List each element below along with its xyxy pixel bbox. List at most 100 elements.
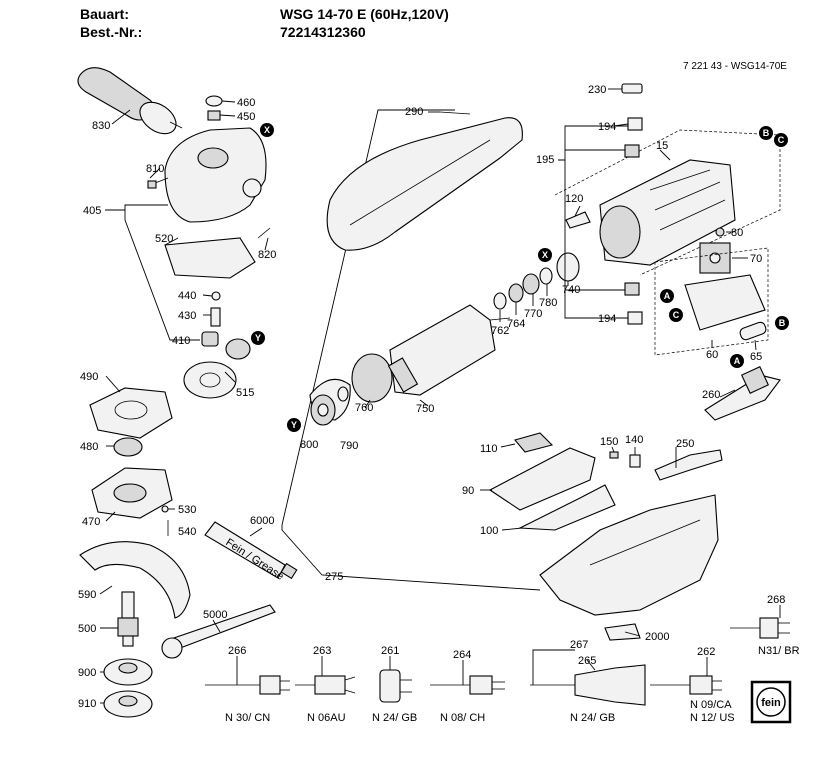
knob-460 [205, 95, 223, 121]
brush-holder-194-top [627, 117, 643, 131]
screw-810 [147, 177, 169, 189]
handle-cover-90 [488, 447, 596, 511]
logo-text: fein [761, 697, 781, 709]
callout-760: 760 [355, 402, 373, 414]
leader-lines [99, 88, 781, 704]
callout-910: 910 [78, 698, 96, 710]
bearing-480 [113, 437, 143, 457]
gear-set-515 [183, 338, 251, 399]
callout-80: 80 [731, 227, 743, 239]
svg-text:B: B [763, 128, 770, 138]
brush-cap-top [624, 144, 640, 158]
callout-110: 110 [480, 443, 498, 455]
callout-405: 405 [83, 205, 101, 217]
callout-450: 450 [237, 111, 255, 123]
screw-80 [715, 227, 725, 237]
svg-text:A: A [664, 291, 671, 301]
housing-assembly-leader [281, 109, 541, 591]
callout-470: 470 [82, 516, 100, 528]
svg-text:C: C [778, 135, 785, 145]
callout-6000: 6000 [250, 515, 274, 527]
callout-263: 263 [313, 645, 331, 657]
marker-y-bearing: Y [287, 418, 301, 432]
electronics-70 [699, 242, 731, 274]
callout-195: 195 [536, 154, 554, 166]
marker-a-plug: A [730, 354, 744, 368]
callout-264: 264 [453, 649, 471, 661]
callout-810: 810 [146, 163, 164, 175]
callout-194-top: 194 [598, 121, 616, 133]
label-2000 [604, 623, 641, 641]
switch-slider-100 [517, 484, 616, 531]
bearing-410 [201, 331, 219, 347]
clamp-140 [629, 454, 641, 468]
motor-housing-half [326, 117, 523, 251]
svg-text:Y: Y [255, 333, 261, 343]
marker-b-plug: B [775, 316, 789, 330]
washer-530 [161, 505, 169, 513]
spring-120 [565, 211, 591, 229]
marker-x-bearing: X [538, 248, 552, 262]
ring-780 [539, 267, 553, 285]
callout-830: 830 [92, 120, 110, 132]
marker-c-switch: C [669, 308, 683, 322]
callout-750: 750 [416, 403, 434, 415]
spindle-500 [117, 591, 139, 647]
brush-holder-194-bottom [627, 311, 643, 325]
callout-268: 268 [767, 594, 785, 606]
callout-790: 790 [340, 440, 358, 452]
gear-housing [164, 127, 267, 223]
bauart-label: Bauart: [80, 6, 130, 22]
order-number-label: Best.-Nr.: [80, 24, 143, 40]
plug-label-au: N 06AU [307, 712, 346, 724]
callout-70: 70 [750, 253, 762, 265]
plug-us-262 [650, 675, 722, 695]
plug-br-268 [730, 617, 790, 639]
screw-820 [257, 227, 271, 239]
callout-261: 261 [381, 645, 399, 657]
plug-ch-264 [430, 675, 505, 695]
plug-label-us: N 12/ US [690, 712, 735, 724]
spanner-5000 [161, 604, 276, 659]
flange-470 [91, 467, 173, 519]
callout-430: 430 [178, 310, 196, 322]
side-handle [77, 67, 183, 135]
brush-cap-bottom [624, 282, 640, 296]
screw-150 [609, 451, 619, 459]
callout-265: 265 [578, 655, 596, 667]
callout-5000: 5000 [203, 609, 227, 621]
switch-module-60 [684, 274, 766, 331]
callout-290: 290 [405, 106, 423, 118]
callout-120: 120 [565, 193, 583, 205]
callout-590: 590 [78, 589, 96, 601]
callout-262: 262 [697, 646, 715, 658]
callout-900: 900 [78, 667, 96, 679]
svg-text:X: X [542, 250, 548, 260]
plug-label-br: N31/ BR [758, 645, 800, 657]
marker-a-switch: A [660, 289, 674, 303]
bearing-sleeve-740 [556, 252, 580, 282]
callout-15: 15 [656, 140, 668, 152]
callout-820: 820 [258, 249, 276, 261]
plug-label-gb-2: N 24/ GB [570, 712, 615, 724]
plug-cn-266 [205, 675, 290, 695]
plug-au-263 [295, 675, 356, 695]
svg-text:A: A [734, 356, 741, 366]
screw-290 [439, 111, 471, 115]
callout-460: 460 [237, 97, 255, 109]
callout-267: 267 [570, 639, 588, 651]
callout-780: 780 [539, 297, 557, 309]
callout-410: 410 [172, 335, 190, 347]
plug-label-gb-1: N 24/ GB [372, 712, 417, 724]
plug-gb-261 [379, 669, 412, 703]
callout-65: 65 [750, 351, 762, 363]
clamp-nut-910 [103, 690, 153, 718]
callout-740: 740 [562, 284, 580, 296]
armature-750 [351, 304, 511, 403]
electronics-frame [654, 247, 769, 356]
wheel-guard-590 [79, 541, 191, 619]
callout-762: 762 [491, 325, 509, 337]
callout-266: 266 [228, 645, 246, 657]
callout-250: 250 [676, 438, 694, 450]
svg-text:Y: Y [291, 420, 297, 430]
